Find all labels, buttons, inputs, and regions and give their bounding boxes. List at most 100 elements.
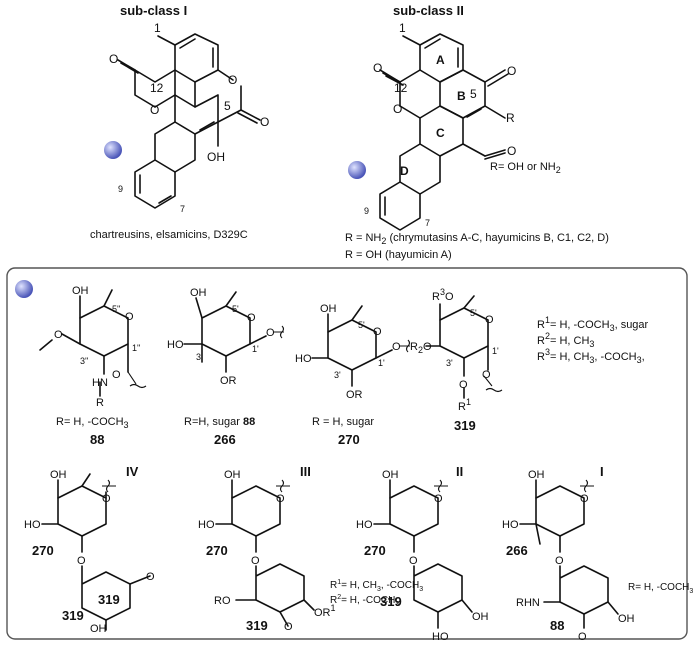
ring-oxygen: O <box>247 312 256 324</box>
atom-label: RHN <box>516 597 540 609</box>
sugar-attachment-sphere <box>104 141 122 159</box>
atom-label: OR1 <box>314 603 336 619</box>
position-label: 3' <box>446 358 453 368</box>
atom-label: O <box>578 631 587 643</box>
atom-label: O <box>555 555 564 567</box>
atom-label: O <box>409 555 418 567</box>
ring-oxygen: O <box>102 493 111 505</box>
atom-label: OH <box>72 285 89 297</box>
sugar-270-rdef: R = H, sugar <box>312 416 374 428</box>
atom-label: 7 <box>180 204 185 214</box>
position-label: 1'' <box>132 343 141 353</box>
position-label: 3'' <box>80 356 89 366</box>
ring-oxygen: O <box>485 314 494 326</box>
atom-label: O <box>228 73 237 87</box>
subclass-2-title: sub-class II <box>393 3 464 18</box>
position-label: 5'' <box>112 304 121 314</box>
atom-label: HO <box>295 353 312 365</box>
atom-label: O <box>507 144 516 158</box>
atom-label: HO <box>24 519 41 531</box>
ring-label-a: A <box>436 53 445 67</box>
atom-label: 1 <box>399 21 406 35</box>
oligo-i-r-definition: R= H, -COCH3 <box>628 582 693 595</box>
atom-label: O <box>373 61 382 75</box>
sugar-319-r3def: R3= H, CH3, -COCH3, <box>537 347 645 365</box>
atom-label: HO <box>356 519 373 531</box>
atom-label: OH <box>90 623 107 635</box>
atom-label: 7 <box>425 218 430 228</box>
atom-label: 5 <box>470 87 477 101</box>
ring-oxygen: O <box>580 493 589 505</box>
atom-label: HO <box>432 631 449 643</box>
chain-label: III <box>300 464 311 479</box>
compound-id: 319 <box>62 608 84 623</box>
oligo-iv: IV OH HO O O 270 O OH 319 319 <box>24 464 155 635</box>
subclass-2-caption-line2: R = OH (hayumicin A) <box>345 249 452 261</box>
atom-label: OH <box>382 469 399 481</box>
ring-oxygen: O <box>276 493 285 505</box>
atom-label: OH <box>472 611 489 623</box>
atom-label: 12 <box>394 81 408 95</box>
compound-id: 270 <box>32 543 54 558</box>
atom-label: OH <box>320 303 337 315</box>
compound-id: 270 <box>206 543 228 558</box>
atom-label: O <box>150 103 159 117</box>
position-label: 1' <box>492 346 499 356</box>
oligo-i: I OH HO O O 266 RHN O OH 88 <box>502 464 635 643</box>
position-label: 1' <box>252 344 259 354</box>
ring-label-c: C <box>436 126 445 140</box>
atom-label: OH <box>528 469 545 481</box>
compound-id: 270 <box>338 432 360 447</box>
oligo-iii-r2-definition: R2= H, -COCH3 <box>330 594 399 608</box>
atom-label: HO <box>502 519 519 531</box>
subclass-1-structure: 1 O 12 O O 5 O OH 9 7 <box>104 21 269 214</box>
sugar-266: OH O HO OR O 5' 1' 3' R=H, sugar 88 266 <box>167 287 285 447</box>
atom-label: O <box>266 327 275 339</box>
sugar-319: R3O O R2O O O R1 5' 1' 3' R1= H, -COCH3,… <box>410 287 649 433</box>
atom-label: O <box>109 52 118 66</box>
atom-label: O <box>251 555 260 567</box>
atom-label: OR <box>220 375 237 387</box>
compound-id: 88 <box>550 618 564 633</box>
oligo-iii-r1-definition: R1= H, CH3, -COCH3 <box>330 579 423 593</box>
ring-oxygen: O <box>434 493 443 505</box>
atom-label: HO <box>198 519 215 531</box>
compound-id: 266 <box>214 432 236 447</box>
atom-label: 9 <box>118 184 123 194</box>
sugar-319-r2def: R2= H, CH3 <box>537 331 594 349</box>
atom-label: O <box>77 555 86 567</box>
chain-label: IV <box>126 464 139 479</box>
compound-id: 319 <box>454 418 476 433</box>
atom-label: 9 <box>364 206 369 216</box>
atom-label: RO <box>214 595 231 607</box>
atom-label: OR <box>346 389 363 401</box>
sugar-attachment-sphere <box>15 280 33 298</box>
subclass-2-caption-line1: R = NH2 (chrymutasins A-C, hayumicins B,… <box>345 232 609 246</box>
atom-label: R <box>96 397 104 409</box>
position-label: 3' <box>196 352 203 362</box>
atom-label: R1 <box>458 397 471 413</box>
oligo-iii: III OH HO O O 270 RO OR1 O 319 <box>198 464 336 633</box>
ring-oxygen: O <box>373 326 382 338</box>
position-label: 5' <box>358 320 365 330</box>
atom-label: OH <box>224 469 241 481</box>
atom-label: O <box>260 115 269 129</box>
compound-id: 319 <box>98 592 120 607</box>
position-label: 3' <box>334 370 341 380</box>
compound-id: 270 <box>364 543 386 558</box>
atom-label: HN <box>92 377 108 389</box>
atom-label: O <box>54 329 63 341</box>
sugar-270: OH O HO OR O 5' 1' 3' R = H, sugar 270 <box>295 303 411 447</box>
compound-id: 88 <box>90 432 104 447</box>
position-label: 5' <box>232 304 239 314</box>
atom-label: O <box>459 379 468 391</box>
subclass-2-structure: 1 O 12 O O 5 R O A B C D 9 7 R= OH or NH… <box>348 21 561 231</box>
atom-label: 1 <box>154 21 161 35</box>
compound-id: 266 <box>506 543 528 558</box>
ring-oxygen: O <box>146 571 155 583</box>
ring-oxygen: O <box>125 311 134 323</box>
ring-label-b: B <box>457 89 466 103</box>
